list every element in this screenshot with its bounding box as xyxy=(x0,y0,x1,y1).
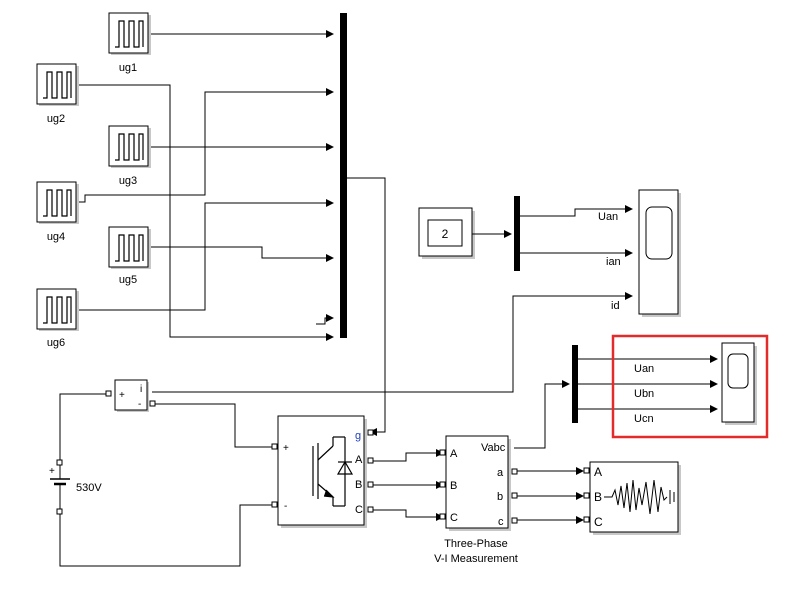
current-measurement[interactable]: + - i xyxy=(105,379,156,412)
bridge-port-b: B xyxy=(355,479,362,491)
three-phase-load[interactable]: A B C xyxy=(583,461,681,535)
ug4-label: ug4 xyxy=(47,231,65,243)
pulse-generator-ug1[interactable]: ug1 xyxy=(108,12,151,74)
wire-phase-a[interactable] xyxy=(373,449,444,462)
ug2-label: ug2 xyxy=(47,113,65,125)
bridge-port-c: C xyxy=(355,504,363,516)
wire-gate-signal[interactable] xyxy=(347,177,386,436)
igbt-bridge[interactable]: + - g A B C xyxy=(271,415,374,528)
vi-in-a: A xyxy=(450,448,458,460)
plus-sign: + xyxy=(49,466,55,477)
scope-1[interactable] xyxy=(638,189,681,317)
ug1-label: ug1 xyxy=(119,62,137,74)
signal-uan-1: Uan xyxy=(598,211,618,223)
pulse-icon xyxy=(115,20,144,48)
constant-block[interactable]: 2 xyxy=(418,207,475,259)
signal-ucn: Ucn xyxy=(634,413,654,425)
wire-cm-to-bridge[interactable] xyxy=(155,403,280,448)
ug3-label: ug3 xyxy=(119,175,137,187)
signal-uan-2: Uan xyxy=(634,363,654,375)
pulse-icon xyxy=(43,71,72,99)
scope-2[interactable] xyxy=(721,342,757,425)
highlight-box xyxy=(611,334,769,439)
vi-in-b: B xyxy=(450,480,457,492)
wire-mux-extra[interactable] xyxy=(316,314,334,325)
vi-title-line2: V-I Measurement xyxy=(434,553,518,565)
scope-screen-icon xyxy=(645,206,673,260)
gate-mux-bar[interactable] xyxy=(340,13,347,338)
signal-ian: ian xyxy=(606,256,621,268)
wire-ug6[interactable] xyxy=(78,199,334,311)
wire-dc-top[interactable] xyxy=(59,393,106,460)
constant-value: 2 xyxy=(442,227,449,241)
igbt-icon xyxy=(312,436,354,507)
pulse-wires xyxy=(78,30,334,341)
wire-ug4[interactable] xyxy=(78,88,334,203)
vi-out-vabc: Vabc xyxy=(481,442,506,454)
wire-dc-bottom[interactable] xyxy=(59,504,280,567)
wire-vabc[interactable] xyxy=(514,380,570,449)
wire-ug2[interactable] xyxy=(78,84,334,341)
signal-id: id xyxy=(611,300,620,312)
bridge-port-g: g xyxy=(355,430,361,442)
pulse-generator-ug2[interactable]: ug2 xyxy=(36,63,79,125)
dc-source-label: 530V xyxy=(76,482,102,494)
signal-ubn: Ubn xyxy=(634,388,654,400)
dc-source[interactable]: + 530V xyxy=(49,459,102,515)
bridge-port-minus: - xyxy=(284,501,287,512)
load-in-b: B xyxy=(594,490,602,504)
vi-measurement[interactable]: A B C Vabc a b c Three-Phase V-I Measure… xyxy=(434,435,518,565)
pulse-icon xyxy=(115,234,144,262)
vi-in-c: C xyxy=(450,512,458,524)
port-out: i xyxy=(140,384,142,395)
port-plus: + xyxy=(119,390,125,401)
wire-id[interactable] xyxy=(152,292,633,393)
bridge-port-a: A xyxy=(355,454,363,466)
ug5-label: ug5 xyxy=(119,274,137,286)
load-in-c: C xyxy=(594,515,603,529)
ug6-label: ug6 xyxy=(47,337,65,349)
vi-out-b: b xyxy=(497,491,503,503)
pulse-generator-ug4[interactable]: ug4 xyxy=(36,181,79,243)
waveform-icon xyxy=(604,479,668,515)
pulse-icon xyxy=(43,189,72,217)
pulse-generator-ug3[interactable]: ug3 xyxy=(108,125,151,187)
pulse-generator-ug6[interactable]: ug6 xyxy=(36,288,79,349)
bridge-port-plus: + xyxy=(283,443,289,454)
scope-screen-icon xyxy=(727,353,749,389)
pulse-generator-ug5[interactable]: ug5 xyxy=(108,226,151,286)
vi-out-c: c xyxy=(498,516,504,528)
scope2-mux-bar[interactable] xyxy=(572,345,578,423)
wire-ug5[interactable] xyxy=(150,246,334,262)
wire-uan-1[interactable] xyxy=(520,205,633,217)
vi-out-a: a xyxy=(497,467,504,479)
wire-phase-c[interactable] xyxy=(373,509,444,521)
vi-title-line1: Three-Phase xyxy=(444,538,508,550)
pulse-icon xyxy=(115,133,144,161)
scope1-mux-bar[interactable] xyxy=(514,196,520,271)
port-minus: - xyxy=(138,399,141,410)
load-in-a: A xyxy=(594,465,602,479)
pulse-icon xyxy=(43,296,72,324)
